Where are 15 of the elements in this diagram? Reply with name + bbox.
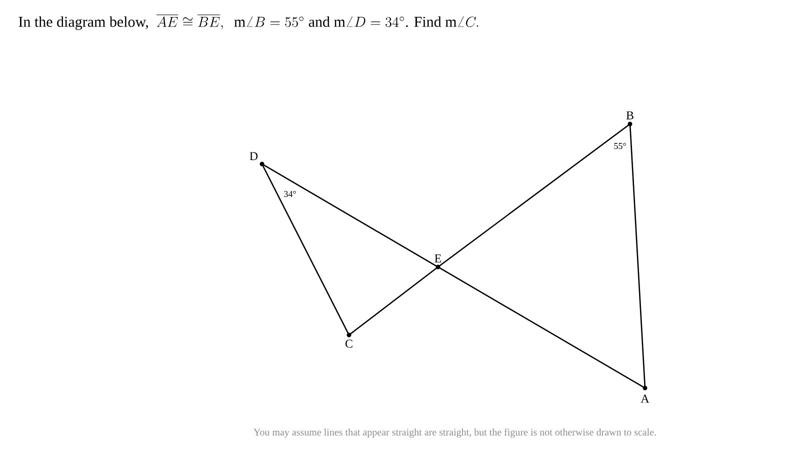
point-label: C xyxy=(346,332,352,348)
angle-label: 34° xyxy=(284,190,296,198)
line-segment xyxy=(438,124,630,267)
angle-label: 55° xyxy=(614,142,626,150)
line-segment xyxy=(629,125,646,387)
line-segment xyxy=(262,165,349,334)
point-label: E xyxy=(434,254,442,270)
line-segment xyxy=(350,267,438,335)
line-segment xyxy=(438,267,644,388)
question-text: $\text{In the diagram below,}\ \ \overline{AE}\cong\overline{BE},\ \ \mathrm{m}\angle B=55^\circ\text{ and }\mathrm{m}\angle D=34^\circ\text{. Find }\mathrm{m}\angle C.$ xyxy=(18,14,478,30)
point-label: A xyxy=(640,386,650,403)
point-label: B xyxy=(626,111,634,126)
note-text: You may assume lines that appear straight are straight, but the figure is not otherwise drawn to scale. xyxy=(254,428,656,438)
line-segment xyxy=(262,164,438,267)
point-label: D xyxy=(250,152,264,166)
